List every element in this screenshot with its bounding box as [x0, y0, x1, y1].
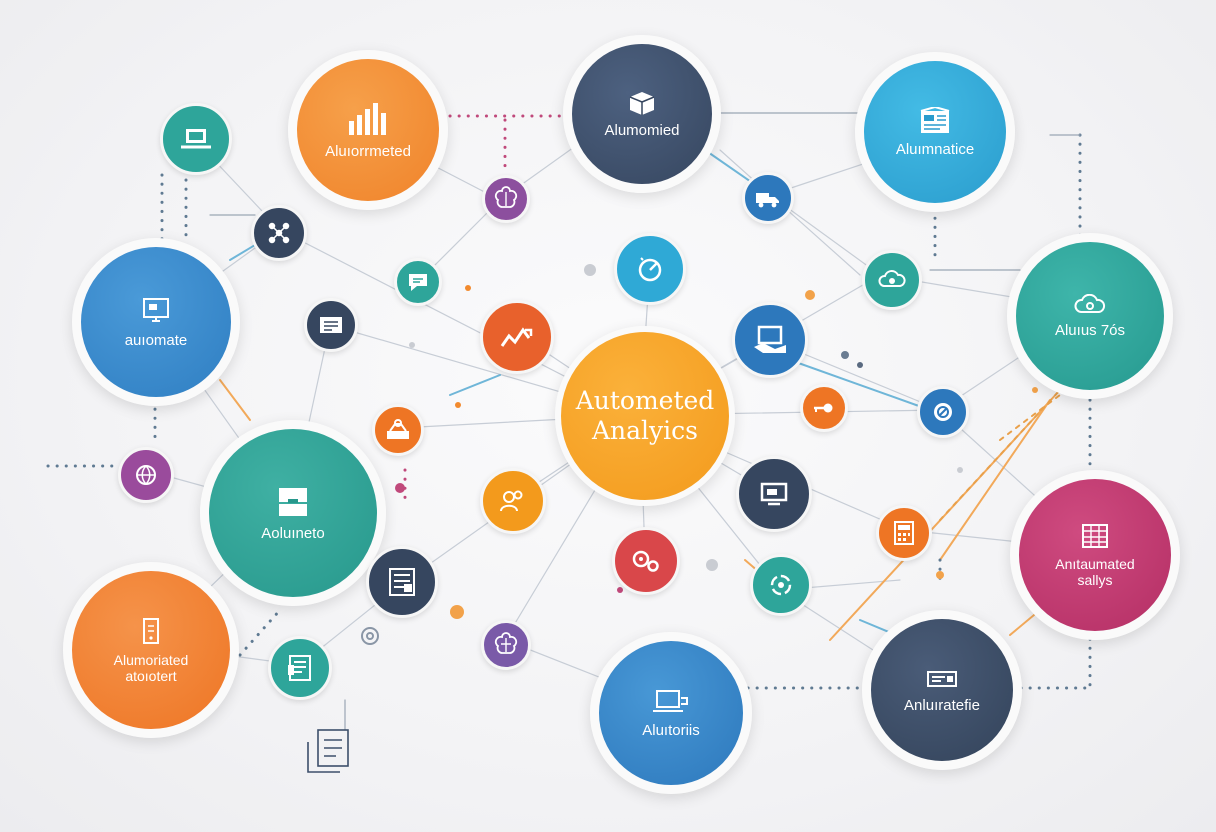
laptop-icon [653, 689, 688, 712]
hub-left-blue[interactable]: auıomate [72, 238, 240, 406]
hand-card-icon [754, 325, 786, 353]
hub-label: Alumomied [604, 121, 680, 139]
hub-label: Aluımnatice [895, 140, 975, 158]
center-title-line2: Analyics [591, 416, 698, 445]
node-brain-violet[interactable] [481, 620, 531, 670]
hub-label: Aluıtoriis [642, 721, 700, 739]
hub-right-magenta[interactable]: Anıtaumated sallys [1010, 470, 1180, 640]
cash-stack-icon [387, 419, 409, 439]
center-hub-automated-analytics[interactable]: Autometed Analyics [555, 326, 735, 506]
hub-label: Anluıratefie [904, 696, 980, 714]
node-laptop-teal[interactable] [160, 103, 232, 175]
brain-icon [494, 632, 518, 654]
target-doodle-icon [361, 627, 379, 645]
report-icon [288, 655, 311, 681]
node-keys-orange[interactable] [800, 384, 848, 432]
monitor-chart-icon [760, 482, 788, 506]
node-network-navy[interactable] [251, 205, 307, 261]
node-chat-teal[interactable] [394, 258, 442, 306]
hub-label: Aluıorrmeted [325, 142, 411, 160]
card-icon [927, 670, 957, 687]
trend-line-icon [500, 327, 533, 347]
truck-icon [756, 193, 779, 208]
hub-bottom-center-blue[interactable]: Aluıtoriis [590, 632, 752, 794]
hub-right-teal[interactable]: Aluıus 7ós [1007, 233, 1173, 399]
node-refresh-teal[interactable] [750, 554, 812, 616]
speedometer-icon [638, 257, 662, 282]
hub-bottom-right-navy[interactable]: Anluıratefie [862, 610, 1022, 770]
node-brain-purple[interactable] [482, 175, 530, 223]
laptop-icon [181, 129, 211, 149]
globe-icon [934, 403, 952, 421]
node-hand-card-blue[interactable] [732, 302, 808, 378]
world-icon [136, 465, 156, 485]
hub-bottom-left-orange[interactable]: Alumoriated atoıotert [63, 562, 239, 738]
center-title-line1: Autometed [575, 386, 715, 415]
calculator-icon [894, 521, 914, 545]
node-checklist-navy[interactable] [366, 546, 438, 618]
node-monitor-navy[interactable] [736, 456, 812, 532]
mobile-icon [143, 618, 159, 644]
node-calculator-orange[interactable] [876, 505, 932, 561]
document-icon [320, 317, 342, 333]
hub-top-right-sky[interactable]: Aluımnatice [855, 52, 1015, 212]
hub-label-line2: atoıotert [125, 668, 177, 684]
hub-label-line1: Anıtaumated [1055, 556, 1135, 572]
refresh-icon [770, 574, 792, 596]
node-truck-blue[interactable] [742, 172, 794, 224]
node-gears-red[interactable] [612, 527, 680, 595]
dashboard-icon [920, 106, 950, 133]
hub-label: Aluıus 7ós [1054, 321, 1126, 339]
box-icon [629, 91, 655, 115]
hub-label-line2: sallys [1077, 572, 1113, 588]
hub-label: Aoluıneto [261, 524, 325, 542]
checklist-icon [389, 568, 415, 596]
monitor-icon [143, 297, 169, 322]
node-cash-orange[interactable] [372, 404, 424, 456]
brain-icon [494, 186, 518, 208]
node-globe-purple[interactable] [118, 447, 174, 503]
bar-chart-icon [349, 102, 386, 135]
clipboard-doodle-icon [307, 729, 349, 773]
key-icon [814, 403, 833, 413]
node-document-navy[interactable] [304, 298, 358, 352]
gears-icon [632, 550, 659, 572]
node-report-teal[interactable] [268, 636, 332, 700]
hub-mid-left-teal[interactable]: Aoluıneto [200, 420, 386, 606]
hub-label: auıomate [124, 331, 188, 349]
hub-top-left-orange[interactable]: Aluıorrmeted [288, 50, 448, 210]
network-icon [268, 222, 290, 244]
cloud-icon [1074, 293, 1106, 313]
node-trend-orange[interactable] [480, 300, 554, 374]
node-globe-blue[interactable] [917, 386, 969, 438]
hub-label-line1: Alumoriated [113, 652, 189, 668]
node-speed-sky[interactable] [614, 233, 686, 305]
spreadsheet-icon [1082, 524, 1108, 548]
server-icon [279, 487, 307, 516]
people-icon [500, 490, 523, 512]
cloud-sync-icon [878, 270, 906, 287]
node-cloud-teal[interactable] [862, 250, 922, 310]
hub-top-center-navy[interactable]: Alumomied [563, 35, 721, 193]
chat-icon [409, 274, 427, 291]
node-people-orange[interactable] [480, 468, 546, 534]
